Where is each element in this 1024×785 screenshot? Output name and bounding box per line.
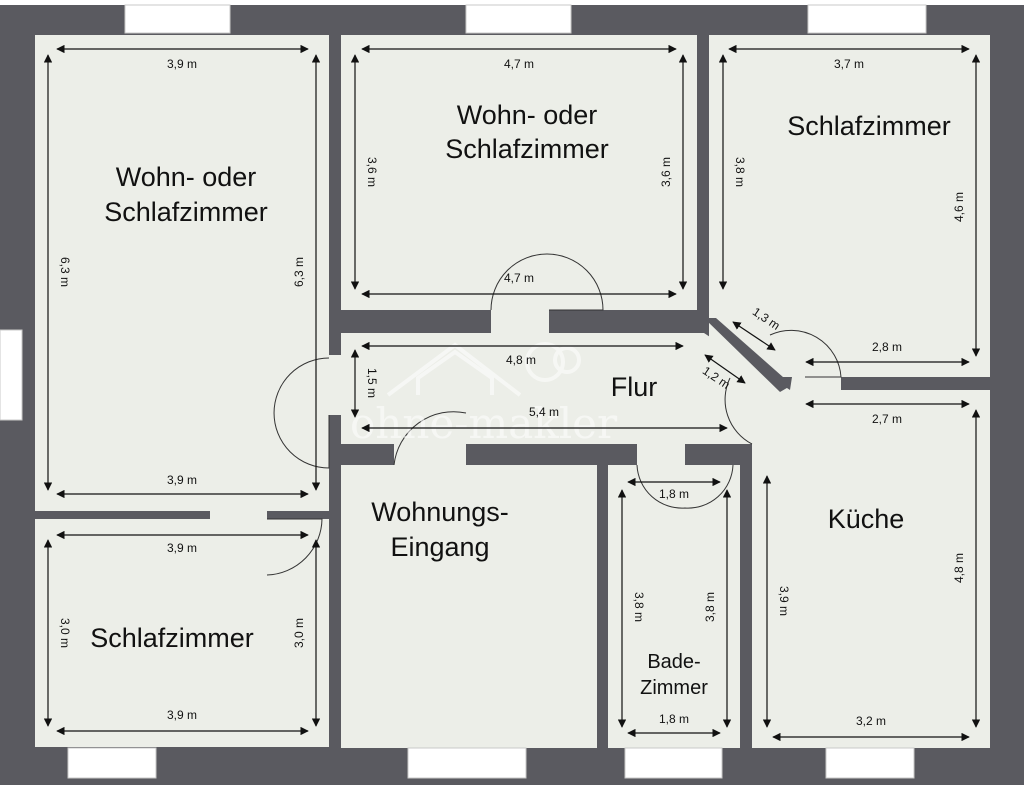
dim-kitchen-height-right: 4,8 m <box>952 553 966 583</box>
floor-bath <box>608 465 740 748</box>
dim-bedroom-bottom-width-bottom: 3,9 m <box>167 708 197 722</box>
dim-living-top-width-top: 4,7 m <box>504 57 534 71</box>
dim-bath-width-bottom: 1,8 m <box>659 712 689 726</box>
window-bottom-3 <box>624 747 723 779</box>
room-name-bedroom-bottom: Schlafzimmer <box>90 623 254 653</box>
room-name-living-left-2: Schlafzimmer <box>104 197 268 227</box>
door-openings <box>210 310 841 519</box>
door-swing-entrance <box>393 411 467 466</box>
room-name-kitchen: Küche <box>828 504 905 534</box>
opening-bedroom-right <box>790 377 841 390</box>
dim-bedroom-right-height-left: 3,8 m <box>733 157 747 187</box>
wall-bath-entrance <box>597 465 608 748</box>
dim-living-left-height-right: 6,3 m <box>292 257 306 287</box>
room-name-flur: Flur <box>611 372 658 402</box>
window-bottom-2 <box>407 747 527 779</box>
dim-bedroom-right-height-right: 4,6 m <box>952 192 966 222</box>
watermark-text: ohne-makler <box>350 399 618 448</box>
room-name-bath-2: Zimmer <box>640 677 708 699</box>
dim-bedroom-right-width-top: 3,7 m <box>834 57 864 71</box>
dim-living-left-width-top: 3,9 m <box>167 57 197 71</box>
dim-kitchen-width-top: 2,7 m <box>872 412 902 426</box>
room-name-entrance-2: Eingang <box>390 532 489 562</box>
floor-flur <box>341 333 990 748</box>
dim-bath-height-left: 3,8 m <box>632 592 646 622</box>
dim-kitchen-width-bottom: 3,2 m <box>856 714 886 728</box>
wall-diagonal <box>704 318 792 392</box>
room-name-living-top-1: Wohn- oder <box>457 100 598 130</box>
opening-bath <box>637 444 685 465</box>
opening-bedroom-bottom <box>210 511 267 519</box>
room-name-bath-1: Bade- <box>647 651 700 673</box>
floor-living-top <box>341 35 697 310</box>
dim-living-top-width-bottom: 4,7 m <box>504 271 534 285</box>
windows <box>0 4 927 779</box>
floor-bedroom-bottom <box>35 519 329 747</box>
dim-bath-height-right: 3,8 m <box>703 592 717 622</box>
dim-line-diag-2 <box>704 354 746 384</box>
floor-bedroom-right <box>709 35 990 377</box>
room-name-living-left-1: Wohn- oder <box>116 162 257 192</box>
room-floors <box>35 35 990 748</box>
floor-entrance <box>341 465 597 748</box>
dim-living-top-height-left: 3,6 m <box>365 157 379 187</box>
door-swing-living-left <box>273 357 330 469</box>
opening-entrance <box>394 444 466 465</box>
door-swing-bedroom-right <box>769 329 842 378</box>
dim-line-diag-1 <box>732 321 776 351</box>
dim-kitchen-height-left: 3,9 m <box>777 586 791 616</box>
opening-kitchen <box>752 392 790 444</box>
window-bottom-1 <box>67 747 157 779</box>
room-name-bedroom-right: Schlafzimmer <box>787 111 951 141</box>
dim-flur-height: 1,5 m <box>365 368 379 398</box>
window-top-2 <box>465 4 572 34</box>
dim-living-top-height-right: 3,6 m <box>659 157 673 187</box>
window-top-3 <box>807 4 927 34</box>
dim-bedroom-bottom-width-top: 3,9 m <box>167 541 197 555</box>
wall-bedroom-flur <box>841 377 990 390</box>
wall-bath-kitchen <box>740 444 752 748</box>
window-bottom-4 <box>825 747 915 779</box>
dim-flur-width-top: 4,8 m <box>506 353 536 367</box>
window-left <box>0 329 23 421</box>
dim-bath-width-top: 1,8 m <box>659 487 689 501</box>
door-swing-bedroom-bottom <box>266 518 323 576</box>
room-name-entrance-1: Wohnungs- <box>371 497 509 527</box>
opening-living-left <box>329 355 341 415</box>
dim-bedroom-right-width-bottom: 2,8 m <box>872 340 902 354</box>
dim-living-left-width-bottom: 3,9 m <box>167 473 197 487</box>
opening-living-top <box>491 310 549 333</box>
dim-flur-width-bottom: 5,4 m <box>529 405 559 419</box>
dim-bedroom-bottom-height-right: 3,0 m <box>292 618 306 648</box>
dimension-lines <box>43 44 981 742</box>
window-top-1 <box>124 4 231 34</box>
room-name-living-top-2: Schlafzimmer <box>445 134 609 164</box>
door-swing-kitchen <box>724 377 753 445</box>
dim-bedroom-bottom-height-left: 3,0 m <box>58 618 72 648</box>
floor-living-left <box>35 35 329 511</box>
room-labels: Wohn- oder Schlafzimmer Wohn- oder Schla… <box>90 100 951 699</box>
dim-living-left-height-left: 6,3 m <box>58 257 72 287</box>
